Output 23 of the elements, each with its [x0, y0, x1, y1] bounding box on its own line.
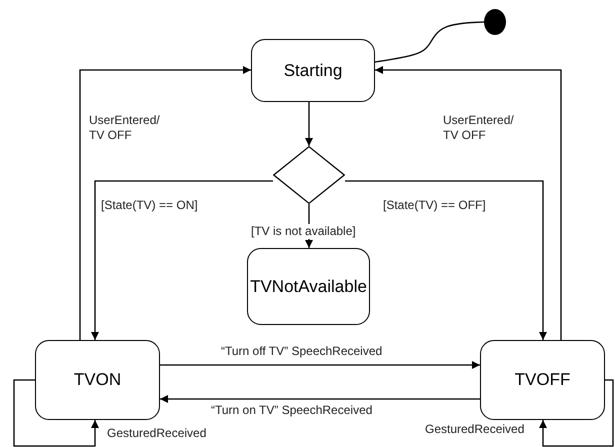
state-box [480, 340, 605, 420]
edge-label: [TV is not available] [250, 224, 357, 239]
state-name: Starting [284, 60, 342, 80]
transition-arrow [539, 379, 614, 447]
transition-arrow [160, 395, 480, 403]
transition-arrow [79, 66, 251, 340]
edge-label: [State(TV) == OFF] [382, 198, 487, 213]
edge-label: “Turn on TV” SpeechReceived [210, 403, 374, 418]
state-name: TVOFF [514, 370, 570, 390]
transition-curve [374, 21, 484, 63]
transition-arrow [345, 180, 547, 340]
transition-arrow [91, 180, 273, 340]
edge-label: [State(TV) == ON] [100, 198, 199, 213]
state-box [251, 39, 375, 102]
state-name: TVNotAvailable [250, 276, 367, 296]
transition-arrow [13, 379, 99, 447]
transition-arrow [160, 361, 480, 369]
edge-label: “Turn off TV” SpeechReceived [220, 344, 384, 359]
state-box [247, 248, 370, 325]
transition-arrow [305, 102, 313, 146]
transition-arrow [375, 66, 562, 340]
state-name: TVON [74, 370, 122, 390]
state-box [35, 340, 160, 420]
